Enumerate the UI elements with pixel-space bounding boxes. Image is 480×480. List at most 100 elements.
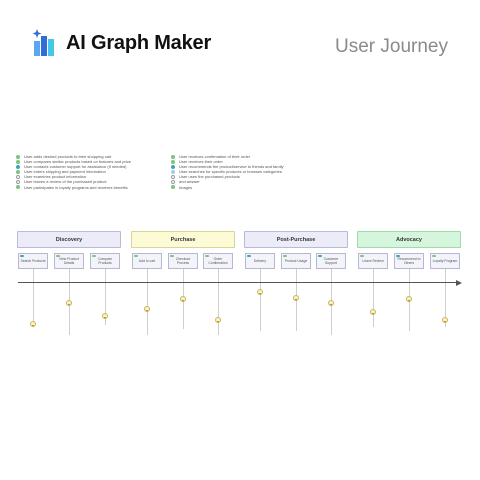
timeline-axis	[18, 282, 458, 283]
step-label: Delivery	[253, 259, 267, 263]
step-tag-icon	[205, 255, 209, 257]
legend-dot-icon	[16, 180, 20, 185]
step-tag-icon	[20, 255, 24, 257]
legend-item: User uses the purchased products	[171, 174, 321, 179]
step-tag-icon	[360, 255, 364, 257]
step-label: Search Products	[20, 259, 46, 263]
neutral-face-icon	[257, 289, 263, 295]
step-loyalty-program[interactable]: Loyalty Program	[430, 253, 460, 269]
legend-label: User uses the purchased products	[179, 174, 240, 180]
legend-item: User adds desired products to their shop…	[16, 154, 166, 159]
step-tag-icon	[56, 255, 60, 257]
legend-label: User searches for specific products or b…	[179, 169, 282, 175]
neutral-face-icon	[180, 296, 186, 302]
bar-chart-sparkle-icon	[32, 29, 54, 56]
step-tag-icon	[92, 255, 96, 257]
legend-dot-icon	[16, 185, 20, 190]
step-connector	[373, 269, 374, 327]
legend-dot-icon	[16, 169, 20, 174]
legend-label: User participates in loyalty programs an…	[24, 184, 128, 190]
phase-post-purchase[interactable]: Post-Purchase	[244, 231, 348, 248]
timeline-arrow-icon	[456, 279, 462, 286]
neutral-face-icon	[370, 309, 376, 315]
legend-right: User receives confirmation of their orde…	[171, 154, 321, 190]
step-delivery[interactable]: Delivery	[245, 253, 275, 269]
legend-item: User compares similar products based on …	[16, 159, 166, 164]
legend-label: User adds desired products to their shop…	[24, 154, 112, 159]
step-customer-support[interactable]: Customer Support	[316, 253, 346, 269]
step-tag-icon	[134, 255, 138, 257]
neutral-face-icon	[215, 317, 221, 323]
step-label: Checkout Process	[175, 257, 191, 265]
legend-dot-icon	[171, 159, 175, 164]
step-order-confirmation[interactable]: Order Confirmation	[203, 253, 233, 269]
phase-purchase[interactable]: Purchase	[131, 231, 235, 248]
legend-item: User enters shipping and payment informa…	[16, 169, 166, 174]
step-label: View Product Details	[59, 257, 79, 265]
phase-label: Advocacy	[396, 236, 422, 243]
neutral-face-icon	[328, 300, 334, 306]
neutral-face-icon	[442, 317, 448, 323]
neutral-face-icon	[144, 306, 150, 312]
legend-item: User examines product information	[16, 174, 166, 179]
step-label: Order Confirmation	[208, 257, 228, 265]
neutral-face-icon	[30, 321, 36, 327]
legend-label: User leaves a review of the purchased pr…	[24, 179, 107, 185]
legend-dot-icon	[171, 164, 175, 169]
step-tag-icon	[432, 255, 436, 257]
step-compare-products[interactable]: Compare Products	[90, 253, 120, 269]
legend-dot-icon	[16, 154, 20, 159]
legend-left: User adds desired products to their shop…	[16, 154, 166, 190]
neutral-face-icon	[293, 295, 299, 301]
legend-label: User compares similar products based on …	[24, 159, 131, 165]
step-checkout-process[interactable]: Checkout Process	[168, 253, 198, 269]
phase-discovery[interactable]: Discovery	[17, 231, 121, 248]
legend-label: User examines product information	[24, 174, 87, 180]
legend-dot-icon	[171, 169, 175, 174]
page-title: User Journey	[335, 36, 448, 57]
step-tag-icon	[283, 255, 287, 257]
step-recommend-to-others[interactable]: Recommend to Others	[394, 253, 424, 269]
phase-label: Purchase	[170, 236, 196, 243]
legend-item: User receives confirmation of their orde…	[171, 154, 321, 159]
legend-dot-icon	[16, 164, 20, 169]
step-label: Leave Review	[362, 259, 384, 263]
step-leave-review[interactable]: Leave Review	[358, 253, 388, 269]
app-name: AI Graph Maker	[66, 31, 212, 54]
legend-item: User contacts customer support for assis…	[16, 164, 166, 169]
legend-dot-icon	[171, 185, 175, 190]
legend-dot-icon	[171, 180, 175, 185]
legend-dot-icon	[171, 174, 175, 179]
neutral-face-icon	[102, 313, 108, 319]
phase-advocacy[interactable]: Advocacy	[357, 231, 461, 248]
phase-label: Discovery	[55, 236, 83, 243]
step-tag-icon	[247, 255, 251, 257]
legend-item: User recommends the product/service to f…	[171, 164, 321, 169]
legend-dot-icon	[16, 174, 20, 179]
neutral-face-icon	[66, 300, 72, 306]
phase-label: Post-Purchase	[276, 236, 316, 243]
step-view-product-details[interactable]: View Product Details	[54, 253, 84, 269]
legend-label: and answer	[179, 179, 200, 185]
legend-item: User leaves a review of the purchased pr…	[16, 179, 166, 184]
step-tag-icon	[170, 255, 174, 257]
step-label: Loyalty Program	[432, 259, 458, 263]
step-connector	[105, 269, 106, 325]
legend-label: User contacts customer support for assis…	[24, 164, 127, 170]
step-add-to-cart[interactable]: Add to cart	[132, 253, 162, 269]
legend-item: and answer	[171, 179, 321, 184]
step-search-products[interactable]: Search Products	[18, 253, 48, 269]
step-connector	[33, 269, 34, 321]
step-product-usage[interactable]: Product Usage	[281, 253, 311, 269]
legend-label: User enters shipping and payment informa…	[24, 169, 106, 175]
legend-item: Images	[171, 185, 321, 190]
step-connector	[147, 269, 148, 335]
step-label: Customer Support	[323, 257, 339, 265]
legend-item: User searches for specific products or b…	[171, 169, 321, 174]
legend-dot-icon	[16, 159, 20, 164]
step-connector	[260, 269, 261, 331]
step-tag-icon	[396, 255, 400, 257]
step-connector	[218, 269, 219, 335]
step-connector	[445, 269, 446, 327]
legend-item: User receives their order	[171, 159, 321, 164]
